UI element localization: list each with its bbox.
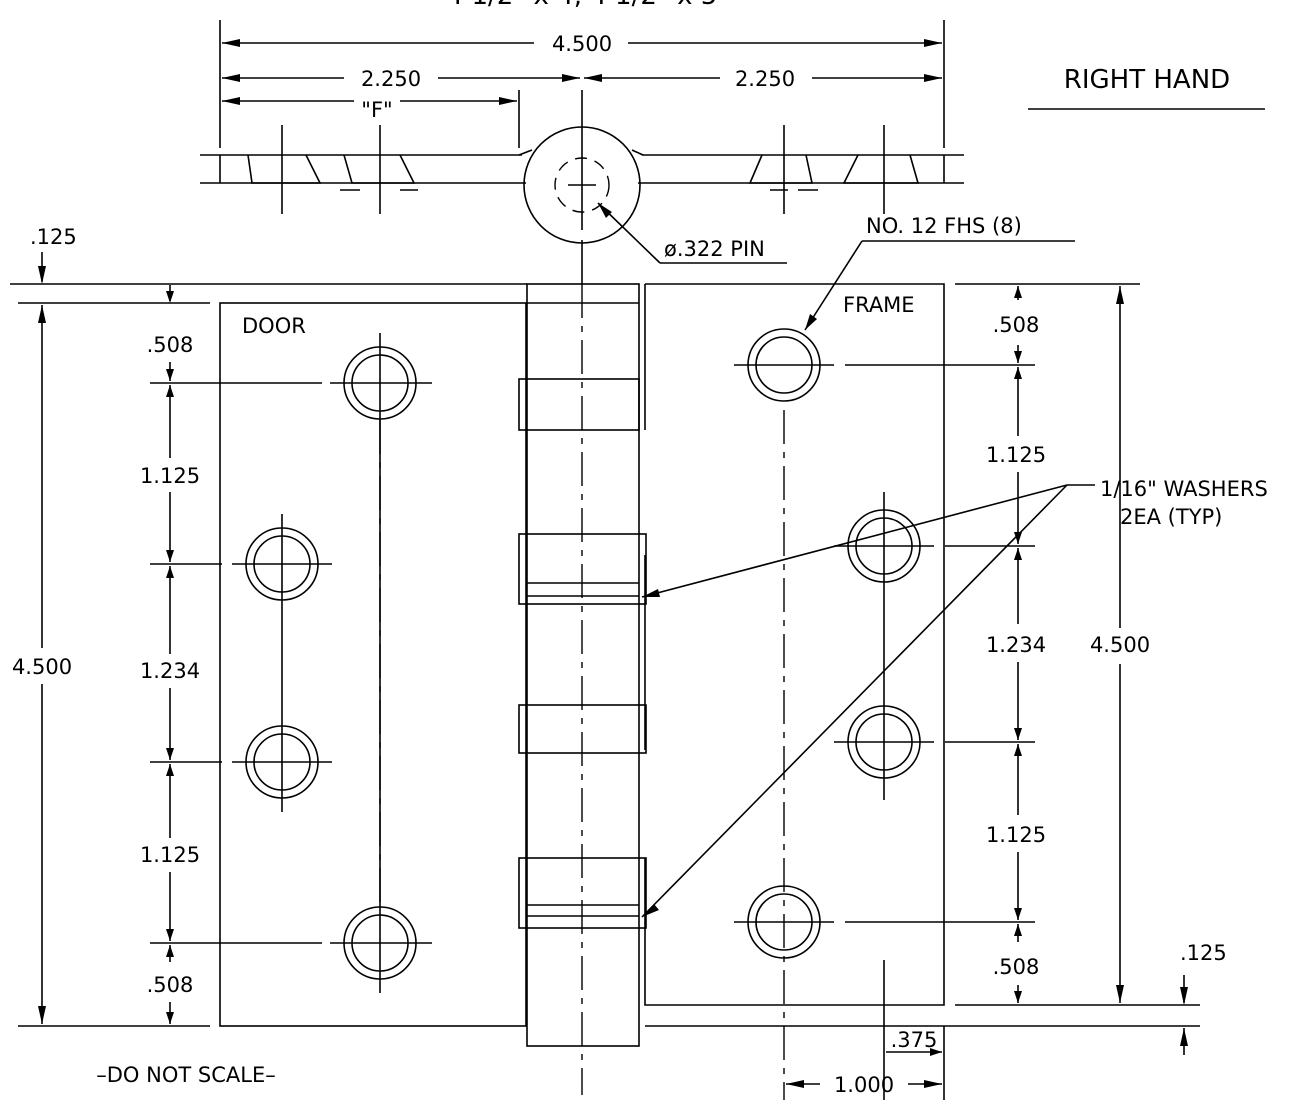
dim-frame-spacing-2: 1.234 [986,633,1046,657]
dim-right-height: 4.500 [1090,633,1150,657]
washer-callout-line2: 2EA (TYP) [1120,505,1222,529]
dim-half-right: 2.250 [735,67,795,91]
dim-overall-width: 4.500 [552,32,612,56]
dimensions: .125 4.500 .508 1.125 1.234 1.125 .508 [12,225,1227,1097]
washer-callout-line1: 1/16" WASHERS [1100,477,1268,501]
dim-left-height: 4.500 [12,655,72,679]
dim-frame-spacing-1: 1.125 [986,443,1046,467]
hand-label: RIGHT HAND [1064,65,1230,95]
dim-door-edge-top: .508 [147,333,194,357]
dim-door-edge-bottom: .508 [147,973,194,997]
screw-callout: NO. 12 FHS (8) [866,214,1022,238]
dim-bottom-offset: .125 [1180,941,1227,965]
pin-callout: ø.322 PIN [664,237,765,261]
title-top: 4 1/2" x 4, 4 1/2" x 5 [447,0,718,11]
dim-frame-spacing-3: 1.125 [986,823,1046,847]
dim-door-spacing-3: 1.125 [140,843,200,867]
door-label: DOOR [242,314,306,338]
dim-frame-edge-bottom: .508 [993,955,1040,979]
frame-label: FRAME [843,293,915,317]
dim-frame-edge-top: .508 [993,313,1040,337]
front-view: DOOR FRAME NO. 12 FHS (8) 1/16" WASHERS … [10,214,1268,1100]
dim-door-spacing-1: 1.125 [140,464,200,488]
do-not-scale-note: –DO NOT SCALE– [96,1063,275,1087]
dim-hole-offset: .375 [891,1028,938,1052]
dim-half-left: 2.250 [361,67,421,91]
top-view: 4 1/2" x 4, 4 1/2" x 5 4.500 2.250 2.250… [200,0,964,284]
dim-door-spacing-2: 1.234 [140,659,200,683]
dim-hole-column-spacing: 1.000 [834,1073,894,1097]
dim-f: "F" [361,98,392,122]
dim-top-offset: .125 [30,225,77,249]
